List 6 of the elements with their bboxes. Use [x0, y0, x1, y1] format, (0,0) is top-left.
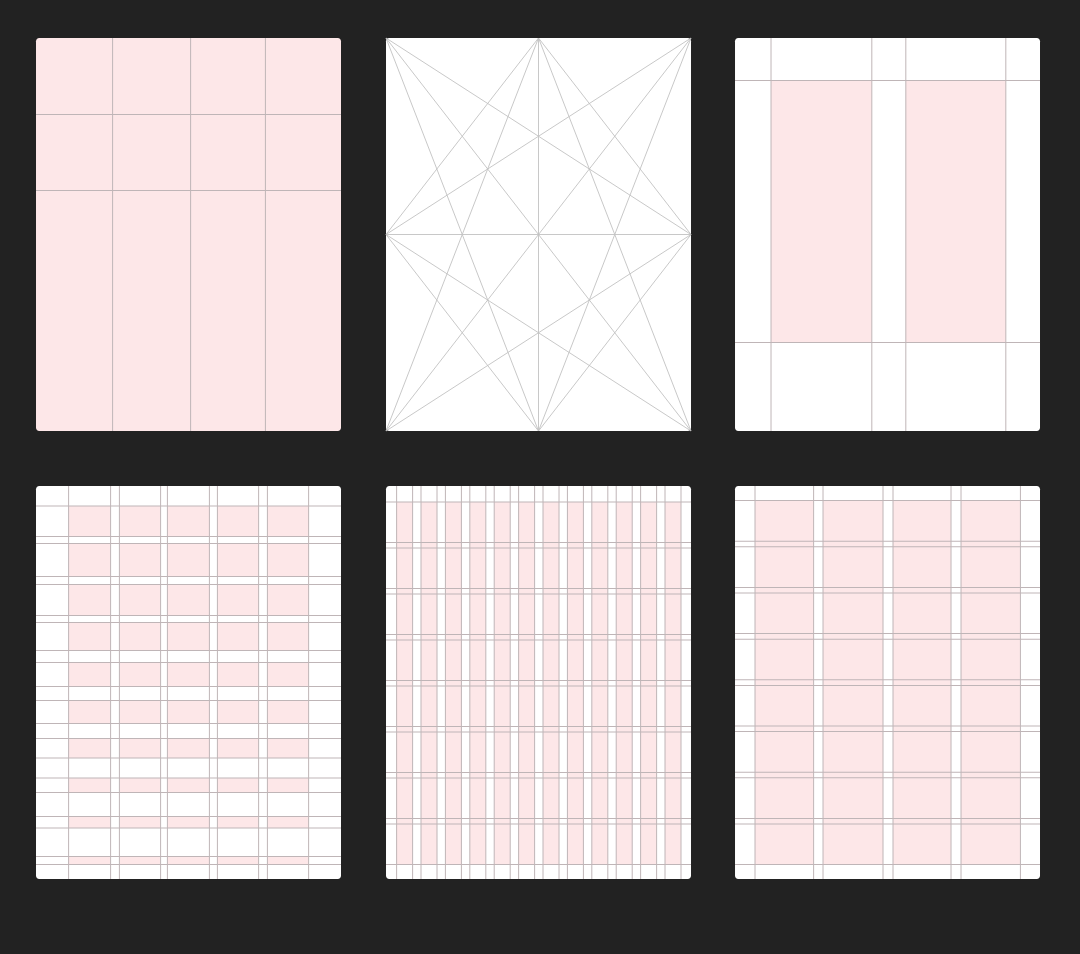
- grid-page: [35, 485, 342, 880]
- grid-page: [385, 485, 692, 880]
- grid-page: [734, 485, 1041, 880]
- grid-page: [734, 37, 1041, 432]
- grid-page: [35, 37, 342, 432]
- diagonal-grid-page: [385, 37, 692, 432]
